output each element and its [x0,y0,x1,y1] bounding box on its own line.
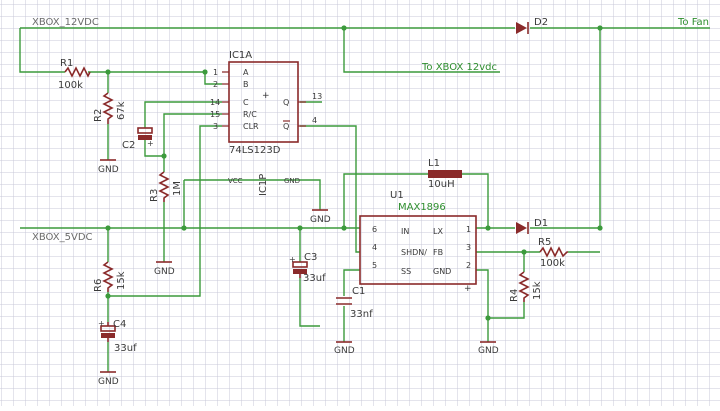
u1-pin-num: 4 [372,243,377,252]
ic1a-pin-num: 3 [213,122,218,131]
ground-label: GND [98,377,119,387]
net-label-12v: XBOX_12VDC [32,17,99,28]
c1-name: C1 [352,286,365,297]
c3-name: C3 [304,252,317,263]
ic1p-gnd: GND [284,177,300,185]
r2-value: 67k [116,101,127,120]
r4-name: R4 [509,289,520,302]
u1-pin-name: FB [433,248,443,257]
u1-pin-name: SHDN/ [401,248,427,257]
l1-value: 10uH [428,179,455,190]
ic1a-pin-name: A [243,68,249,77]
u1-origin: + [464,284,472,294]
d2-name: D2 [534,17,548,28]
d1-name: D1 [534,218,548,229]
u1-pin-name: IN [401,227,409,236]
capacitor-c2: C2 + [122,127,154,151]
u1-pin-num: 2 [466,261,471,270]
c4-value: 33uf [114,343,137,354]
ic1p-power: IC1P VCC GND [228,174,300,196]
ic1p-vdd: VCC [228,177,243,185]
r4-value: 15k [532,281,543,300]
junctions [105,25,603,321]
l1-name: L1 [428,158,440,169]
ic1a-74ls123: IC1A 74LS123D + 1 2 14 15 3 A B C R/C CL… [210,50,322,156]
ic1a-pin-num: 14 [210,98,220,107]
ic1a-name: IC1A [229,50,252,61]
ic1a-pin-name: Q [283,122,289,131]
resistor-r5: R5 100k [538,237,568,269]
u1-max1896: U1 MAX1896 + 6 4 5 IN SHDN/ SS 1 3 2 LX … [359,190,477,294]
u1-pin-num: 3 [466,243,471,252]
c3-value: 33uf [303,273,326,284]
ic1a-origin: + [262,91,270,101]
ground-label: GND [334,346,355,356]
resistor-r4: R4 15k [509,271,543,302]
diode-d2: D2 [516,17,548,34]
ic1a-pin-num: 13 [312,92,322,101]
ic1p-name: IC1P [258,174,269,196]
resistor-r3: R3 1M [149,171,183,202]
ground-symbol: GND [154,261,175,277]
ground-symbol: GND [98,371,119,387]
ic1a-pin-num: 4 [312,116,317,125]
net-label-5v: XBOX_5VDC [32,232,93,243]
capacitor-c1: C1 33nf [336,286,373,320]
ground-symbol: GND [310,209,331,225]
u1-pin-num: 6 [372,225,377,234]
u1-body [359,215,477,285]
c2-name: C2 [122,140,135,151]
resistor-r2: R2 67k [93,92,127,124]
ground-label: GND [154,267,175,277]
r6-value: 15k [116,271,127,290]
r1-name: R1 [60,58,73,69]
ic1a-pin-num: 1 [213,68,218,77]
ic1a-pin-name: Q [283,98,289,107]
diode-d1: D1 [516,218,548,234]
inductor-l1: L1 10uH [428,158,462,190]
ic1a-pin-name: CLR [243,122,259,131]
c3-polarity: + [289,255,296,264]
r5-value: 100k [540,258,565,269]
u1-pin-name: GND [433,267,451,276]
capacitor-c4: C4 33uf + [98,319,137,354]
net-label-to-fan: To Fan [677,17,709,28]
resistor-r1: R1 100k [58,58,91,91]
u1-part: MAX1896 [398,202,446,213]
ic1a-pin-name: B [243,80,249,89]
u1-pin-name: SS [401,267,411,276]
r6-name: R6 [93,279,104,292]
c1-value: 33nf [350,309,373,320]
r1-value: 100k [58,80,83,91]
ground-label: GND [310,215,331,225]
ground-label: GND [478,346,499,356]
ground-symbol: GND [98,159,119,175]
ground-symbol: GND [478,341,499,356]
r5-name: R5 [538,237,551,248]
ground-label: GND [98,165,119,175]
u1-pin-name: LX [433,227,443,236]
net-label-to-xbox: To XBOX 12vdc [421,62,497,73]
c4-polarity: + [98,319,105,328]
resistor-r6: R6 15k [93,261,127,292]
c4-name: C4 [113,319,126,330]
r2-name: R2 [93,109,104,122]
r3-value: 1M [172,181,183,196]
u1-pin-num: 1 [466,225,471,234]
ground-symbol: GND [334,341,355,356]
ic1a-pin-name: C [243,98,249,107]
ic1a-pin-name: R/C [243,110,257,119]
capacitor-c3: C3 33uf + [289,252,326,284]
u1-name: U1 [390,190,404,201]
u1-pin-num: 5 [372,261,377,270]
ic1a-part: 74LS123D [229,145,281,156]
r3-name: R3 [149,189,160,202]
c2-polarity: + [147,139,154,148]
ic1a-pin-num: 15 [210,110,220,119]
ic1a-pin-num: 2 [213,80,218,89]
